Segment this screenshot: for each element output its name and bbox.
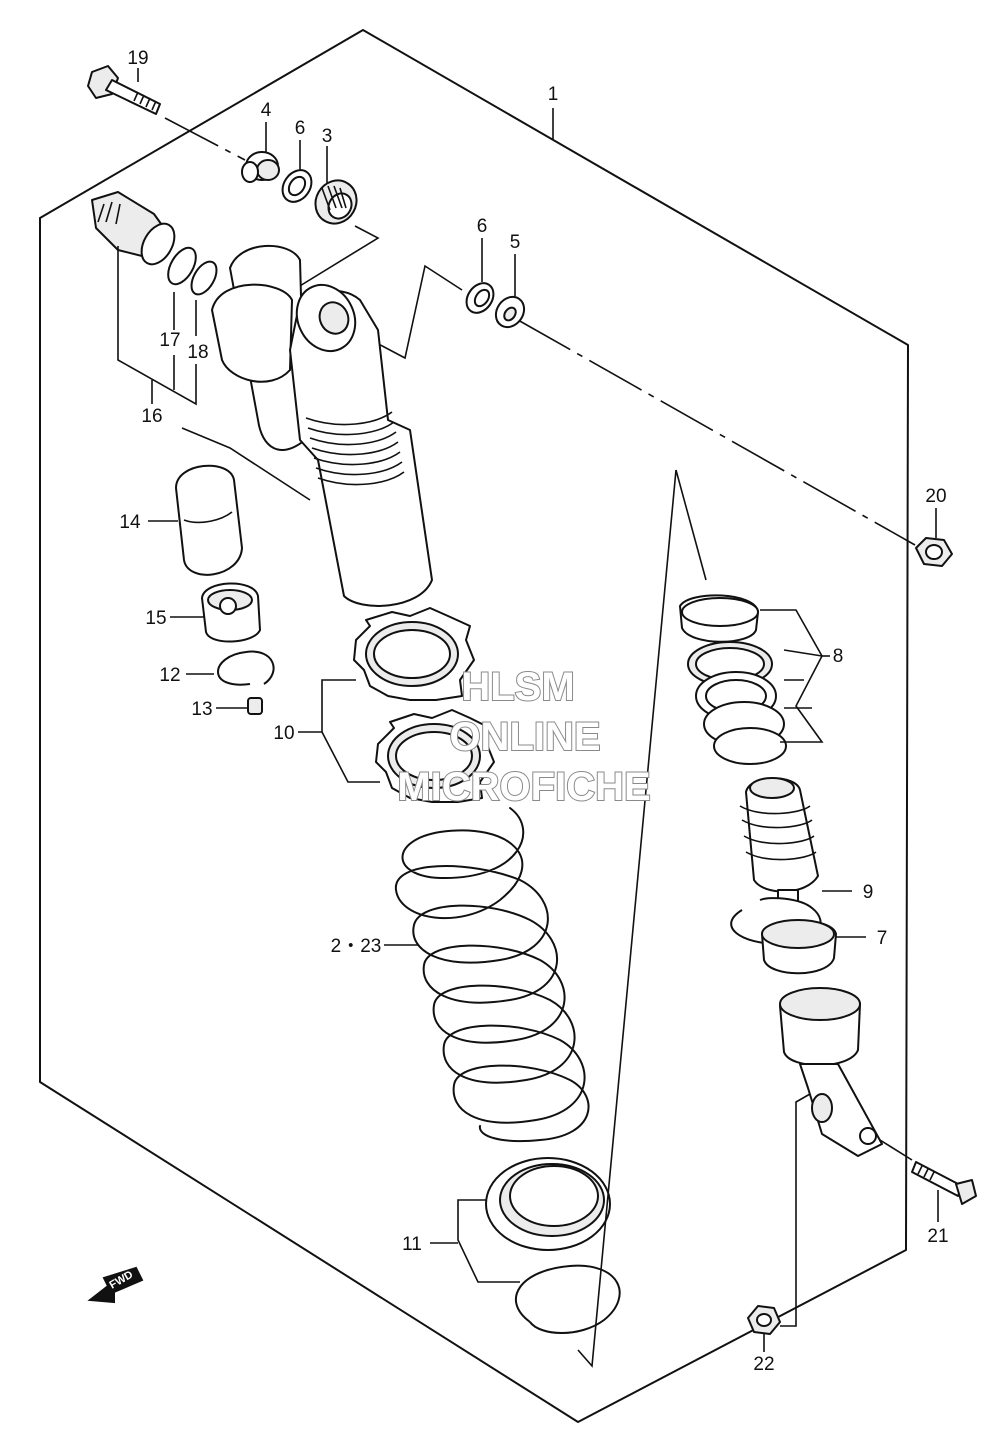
callout-14: 14 <box>119 512 141 533</box>
bracket-16 <box>117 246 197 406</box>
vline-main <box>577 469 677 1368</box>
spring-seat-11-upper <box>485 1157 611 1251</box>
callout-17: 17 <box>159 330 180 351</box>
vline-upper <box>675 469 707 581</box>
callout-2-23: 2・23 <box>331 936 382 957</box>
collar-4 <box>241 151 280 183</box>
circlip-12 <box>217 650 275 686</box>
collar-7 <box>761 919 837 975</box>
callout-11: 11 <box>402 1234 422 1255</box>
lock-nut-10-upper <box>353 607 475 701</box>
callout-7: 7 <box>877 928 888 949</box>
callout-20: 20 <box>925 486 946 507</box>
watermark: HLSM ONLINE MICROFICHE <box>396 664 651 810</box>
callout-4: 4 <box>261 100 272 121</box>
stopper-8 <box>679 594 787 765</box>
bracket-line-top <box>289 225 380 293</box>
callout-6-right: 6 <box>477 216 488 237</box>
bolt-21 <box>911 1161 977 1205</box>
bracket-lower <box>780 1093 811 1327</box>
adjuster-16 <box>91 191 176 266</box>
bracket-10 <box>321 679 380 783</box>
bracket-11 <box>457 1199 520 1283</box>
callout-19: 19 <box>127 48 148 69</box>
cap-15 <box>201 582 261 643</box>
callout-21: 21 <box>927 1226 948 1247</box>
bracket-8 <box>760 609 824 743</box>
lower-clevis <box>779 987 883 1157</box>
callout-6-upper: 6 <box>295 118 306 139</box>
callout-22: 22 <box>753 1354 774 1375</box>
coil-spring-2-23 <box>394 807 590 1142</box>
callout-18: 18 <box>187 342 208 363</box>
watermark-line3: MICROFICHE <box>397 765 650 809</box>
seal-6-right <box>465 282 495 314</box>
bolt-19 <box>87 65 161 115</box>
callout-13: 13 <box>191 699 212 720</box>
callout-10: 10 <box>273 723 294 744</box>
callout-15: 15 <box>145 608 166 629</box>
lock-nut-10-lower <box>375 709 495 803</box>
centerline-bolt-top <box>164 117 246 161</box>
bearing-3 <box>314 179 358 225</box>
shock-body <box>289 283 433 607</box>
callout-3: 3 <box>322 126 333 147</box>
reservoir-body <box>211 244 306 451</box>
callout-5: 5 <box>510 232 521 253</box>
callout-12: 12 <box>159 665 180 686</box>
callout-8: 8 <box>833 646 844 667</box>
centerline-bolt-21 <box>879 1139 913 1161</box>
o-ring-18 <box>190 260 218 296</box>
nut-20 <box>915 537 953 567</box>
callout-9: 9 <box>863 882 874 903</box>
bracket-line-bladder <box>181 427 311 501</box>
spring-seat-11-lower <box>514 1264 621 1334</box>
bladder-14 <box>175 464 243 576</box>
centerline-nut-20 <box>517 319 916 546</box>
valve-cap-13 <box>247 697 263 715</box>
nut-22 <box>747 1305 781 1335</box>
washer-5 <box>494 295 526 329</box>
callout-16: 16 <box>141 406 162 427</box>
leader-8-a <box>783 649 823 657</box>
seal-6-upper <box>281 169 313 203</box>
fwd-arrow: FWD <box>87 1266 144 1304</box>
watermark-line2: ONLINE <box>449 715 600 759</box>
assembly-outline <box>39 29 909 1423</box>
callout-1: 1 <box>548 84 559 105</box>
watermark-line1: HLSM <box>461 665 574 709</box>
o-ring-17 <box>167 246 197 286</box>
